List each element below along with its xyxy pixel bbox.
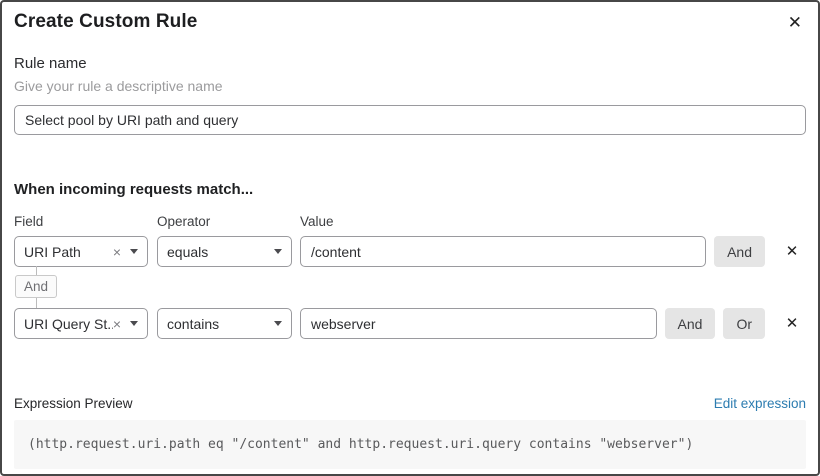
operator-select-2[interactable]: contains [157, 308, 292, 339]
expression-code: (http.request.uri.path eq "/content" and… [14, 420, 806, 469]
edit-expression-link[interactable]: Edit expression [713, 396, 806, 411]
and-connector-label: And [15, 275, 57, 298]
operator-select-1-value: equals [167, 243, 209, 260]
clear-icon[interactable]: × [112, 315, 121, 332]
field-select-2-value: URI Query St... [24, 315, 113, 332]
expression-preview-header: Expression Preview Edit expression [14, 396, 806, 411]
field-select-2[interactable]: URI Query St... × [14, 308, 148, 339]
and-button-row-1[interactable]: And [714, 236, 765, 267]
expression-preview-label: Expression Preview [14, 396, 133, 411]
delete-row-2-icon[interactable]: ✕ [785, 315, 799, 332]
and-button-row-2[interactable]: And [664, 308, 716, 339]
value-column-label: Value [300, 214, 334, 229]
operator-select-2-value: contains [167, 315, 220, 332]
match-section-heading: When incoming requests match... [14, 181, 254, 198]
chevron-down-icon[interactable] [274, 321, 282, 326]
field-select-1[interactable]: URI Path × [14, 236, 148, 267]
chevron-down-icon[interactable] [130, 321, 138, 326]
condition-column-labels: Field Operator Value [14, 214, 806, 229]
delete-row-1-icon[interactable]: ✕ [785, 243, 799, 260]
field-column-label: Field [14, 214, 44, 229]
rule-name-label: Rule name [14, 55, 87, 72]
or-button-row-2[interactable]: Or [723, 308, 765, 339]
value-input-2[interactable] [300, 308, 657, 339]
dialog-title: Create Custom Rule [14, 11, 198, 32]
connector-wrap: And [15, 266, 57, 308]
condition-row-1: URI Path × equals And ✕ [14, 236, 806, 267]
field-select-1-value: URI Path [24, 243, 81, 260]
condition-row-2: URI Query St... × contains And Or ✕ [14, 308, 806, 339]
chevron-down-icon[interactable] [274, 249, 282, 254]
operator-select-1[interactable]: equals [157, 236, 292, 267]
rule-name-hint: Give your rule a descriptive name [14, 78, 223, 94]
close-icon[interactable]: ✕ [787, 13, 802, 32]
rule-name-input[interactable] [14, 105, 806, 135]
value-input-1[interactable] [300, 236, 707, 267]
operator-column-label: Operator [157, 214, 211, 229]
dialog-header: Create Custom Rule ✕ [14, 2, 806, 34]
clear-icon[interactable]: × [112, 243, 121, 260]
chevron-down-icon[interactable] [130, 249, 138, 254]
